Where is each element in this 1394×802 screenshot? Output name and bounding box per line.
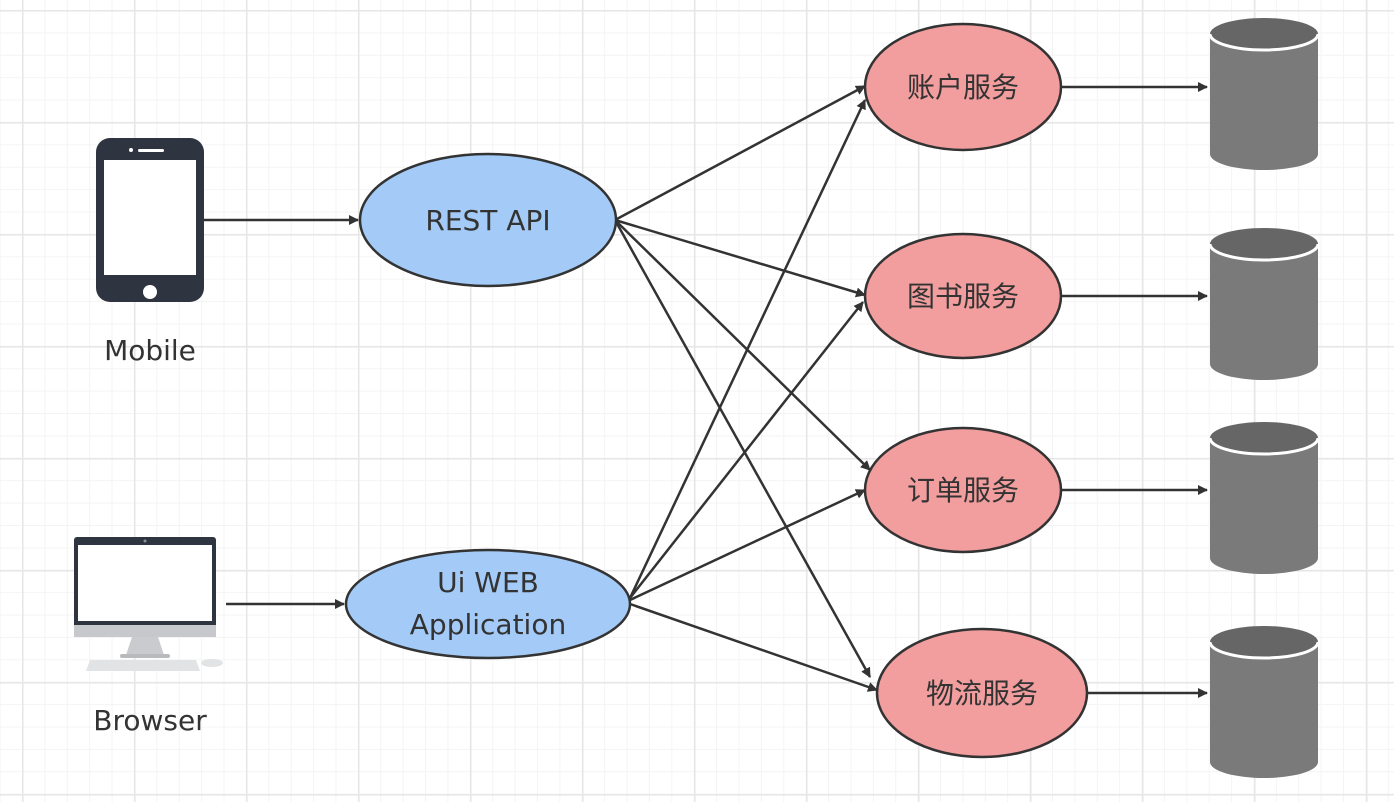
arrow-web-to-order <box>629 488 866 602</box>
arrow-web-to-book <box>629 301 864 599</box>
ui-web-label-line-1: Ui WEB <box>437 566 539 599</box>
arrow-web-to-logistics <box>629 602 878 692</box>
account-service-label: 账户服务 <box>907 71 1019 104</box>
book-service-node: 图书服务 <box>863 232 1063 360</box>
ui-web-application-node: Ui WEB Application <box>344 548 632 660</box>
mobile-label: Mobile <box>104 334 196 367</box>
arrow-rest-to-order <box>614 219 871 471</box>
book-service-label: 图书服务 <box>907 280 1019 313</box>
connectors <box>204 82 1208 698</box>
database-icon <box>1208 626 1320 778</box>
rest-api-label: REST API <box>425 204 550 237</box>
arrow-web-to-account <box>628 99 867 599</box>
database-icon <box>1208 422 1320 574</box>
account-service-node: 账户服务 <box>863 22 1063 152</box>
order-service-node: 订单服务 <box>863 426 1063 554</box>
database-icon <box>1208 228 1320 380</box>
arrow-rest-to-account <box>614 84 866 222</box>
browser-client: Browser <box>74 537 223 737</box>
database-icon <box>1208 18 1320 170</box>
ui-web-label-line-2: Application <box>410 608 566 641</box>
order-service-label: 订单服务 <box>907 474 1019 507</box>
browser-label: Browser <box>93 704 207 737</box>
smartphone-icon <box>96 138 204 302</box>
arrow-rest-to-logistics <box>613 219 872 678</box>
logistics-service-label: 物流服务 <box>926 677 1038 710</box>
rest-api-node: REST API <box>358 152 618 288</box>
desktop-computer-icon <box>74 537 223 671</box>
logistics-service-node: 物流服务 <box>875 627 1089 759</box>
arrow-rest-to-book <box>614 218 866 298</box>
mobile-client: Mobile <box>96 138 204 367</box>
